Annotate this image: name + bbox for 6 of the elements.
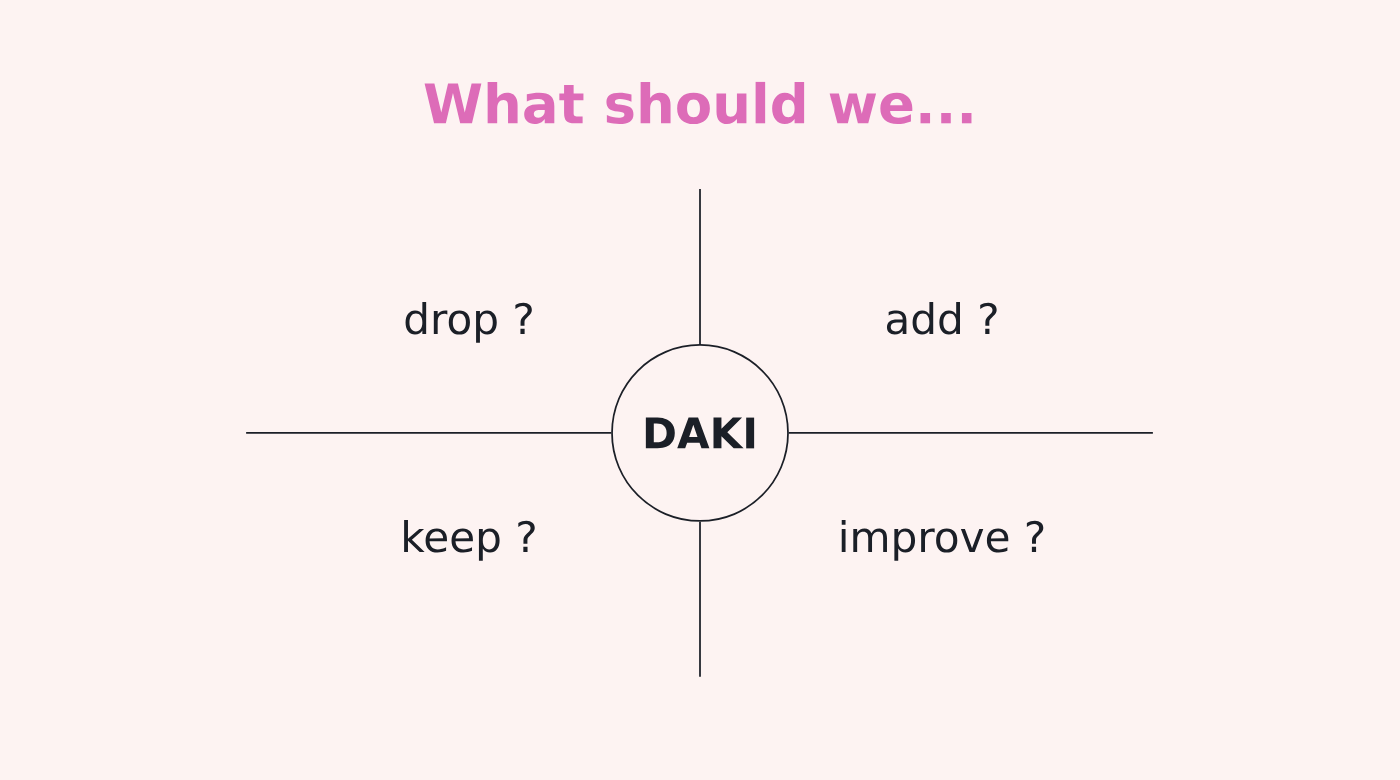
quadrant-label: keep ? bbox=[404, 519, 535, 561]
quadrant-label: add ? bbox=[886, 301, 997, 335]
title: What should we... bbox=[424, 81, 972, 125]
quadrant-label: improve ? bbox=[841, 519, 1044, 561]
circle-node: DAKI bbox=[611, 344, 789, 522]
quadrant-label: drop ? bbox=[405, 301, 532, 343]
